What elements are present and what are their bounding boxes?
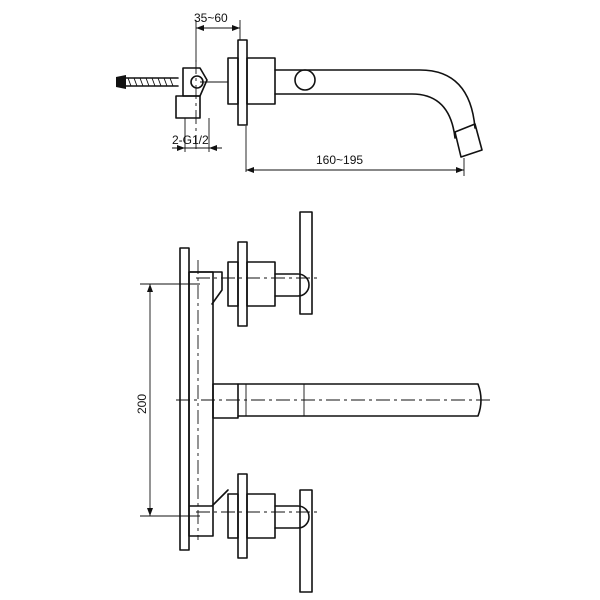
lower-escutcheon — [237, 473, 248, 559]
dim-spout-reach: 160~195 — [316, 153, 363, 167]
spout — [274, 69, 476, 139]
valve-rear — [227, 57, 239, 105]
upper-escutcheon — [237, 241, 248, 327]
dim-handle-spacing: 200 — [135, 394, 149, 414]
lever-hub — [294, 69, 316, 91]
in-wall-body — [188, 271, 214, 537]
upper-handle-hub — [274, 273, 310, 297]
spout-aerator — [454, 123, 483, 158]
side-view: 35~60 2-G1/2 160~195 — [116, 11, 483, 176]
lower-handle-lever — [299, 489, 313, 593]
hose-tip — [116, 75, 126, 89]
valve-body — [246, 57, 276, 105]
wall-plate — [237, 39, 248, 126]
lower-valve-cap — [246, 493, 276, 539]
spout-connector — [212, 383, 239, 419]
in-wall-valve-lower — [175, 95, 201, 119]
lower-handle-hub — [274, 505, 310, 529]
front-view: 200 — [135, 211, 490, 593]
dim-thread: 2-G1/2 — [172, 133, 209, 147]
upper-handle-lever — [299, 211, 313, 315]
back-plate — [179, 247, 190, 551]
dim-wall-depth: 35~60 — [194, 11, 228, 25]
upper-valve-cap — [246, 261, 276, 307]
in-wall-valve — [182, 67, 208, 97]
